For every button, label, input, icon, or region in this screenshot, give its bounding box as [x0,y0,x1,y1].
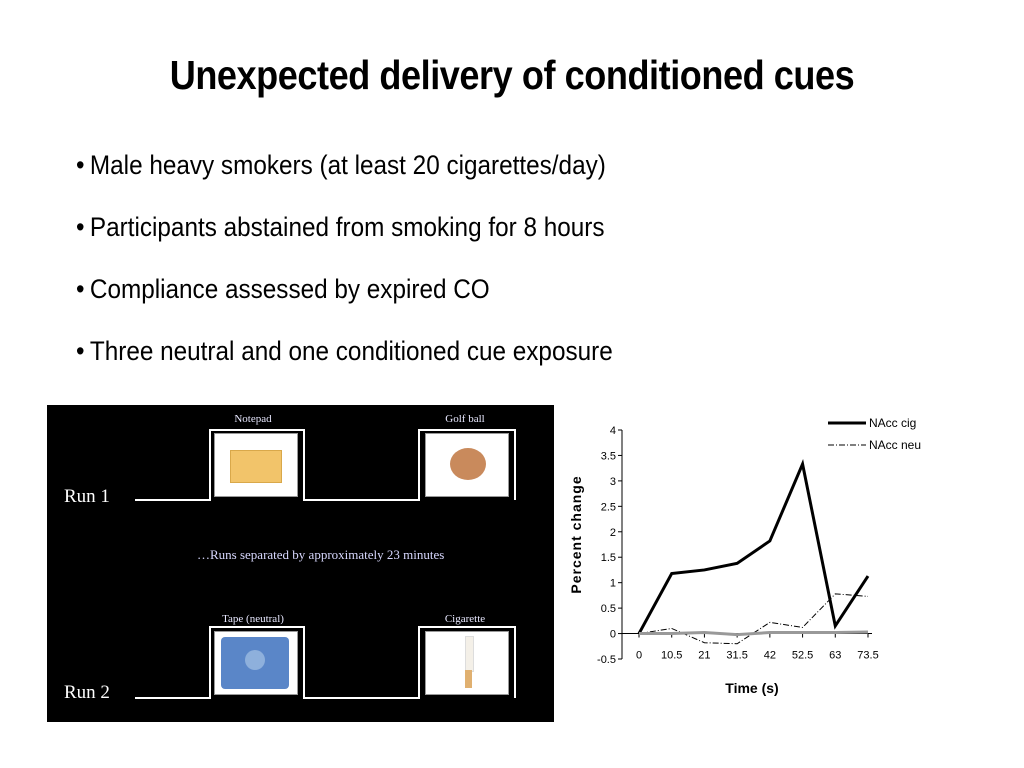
x-tick-label: 21 [698,650,710,662]
y-tick-label: 2 [610,527,616,539]
bullet-text: Three neutral and one conditioned cue ex… [89,336,613,366]
y-tick-label: 1.5 [601,552,616,564]
series-line [639,630,869,637]
slide-title: Unexpected delivery of conditioned cues [169,52,855,98]
x-tick-label: 10.5 [661,650,682,662]
bullet-text: Participants abstained from smoking for … [89,212,605,242]
bullet-list: •Male heavy smokers (at least 20 cigaret… [76,146,672,394]
notepad-icon [230,450,282,483]
y-tick-label: -0.5 [597,654,616,666]
y-tick-label: 0.5 [601,603,616,615]
bullet-item: •Compliance assessed by expired CO [76,270,613,332]
y-tick-label: 2.5 [601,501,616,513]
run-separation-note: …Runs separated by approximately 23 minu… [197,547,445,562]
notepad-image [214,433,298,497]
x-tick-label: 52.5 [792,650,813,662]
bullet-glyph: • [76,212,85,242]
cigarette-filter-icon [465,670,472,688]
y-axis-title: Percent change [568,475,584,593]
cigarette-icon [465,636,474,672]
bullet-glyph: • [76,336,85,366]
x-tick-label: 42 [764,650,776,662]
bullet-glyph: • [76,150,85,180]
legend-label: NAcc neu [869,438,921,452]
cue-label-tape: Tape (neutral) [222,613,284,625]
x-tick-label: 31.5 [726,650,747,662]
cue-label-golf-ball: Golf ball [445,413,485,425]
bullet-item: •Participants abstained from smoking for… [76,208,613,270]
cue-label-notepad: Notepad [234,413,272,425]
series-line [637,459,870,635]
y-tick-label: 3.5 [601,450,616,462]
run2-timeline [135,626,516,699]
bullet-glyph: • [76,274,85,304]
y-tick-label: 1 [610,578,616,590]
bullet-text: Compliance assessed by expired CO [89,274,490,304]
golf-ball-icon [450,448,486,480]
bullet-text: Male heavy smokers (at least 20 cigarett… [89,150,606,180]
legend-label: NAcc cig [869,416,916,430]
run1-timeline [135,429,516,501]
cue-label-cigarette: Cigarette [444,613,486,625]
x-tick-label: 63 [829,650,841,662]
x-axis-title: Time (s) [725,680,778,696]
bullet-item: •Male heavy smokers (at least 20 cigaret… [76,146,613,208]
y-tick-label: 4 [610,425,616,437]
y-tick-label: 0 [610,629,616,641]
x-tick-label: 73.5 [857,650,878,662]
bullet-item: •Three neutral and one conditioned cue e… [76,332,613,394]
paradigm-diagram: Notepad Golf ball Tape (neutral) Cigaret… [47,405,554,722]
block-design-trace [135,429,516,699]
golf-ball-image [425,433,509,497]
y-tick-label: 3 [610,476,616,488]
tape-image [214,631,298,695]
run1-label: Run 1 [64,486,110,507]
tape-core-icon [245,650,265,670]
run2-label: Run 2 [64,682,110,703]
cigarette-image [425,631,509,695]
x-tick-label: 0 [636,650,642,662]
